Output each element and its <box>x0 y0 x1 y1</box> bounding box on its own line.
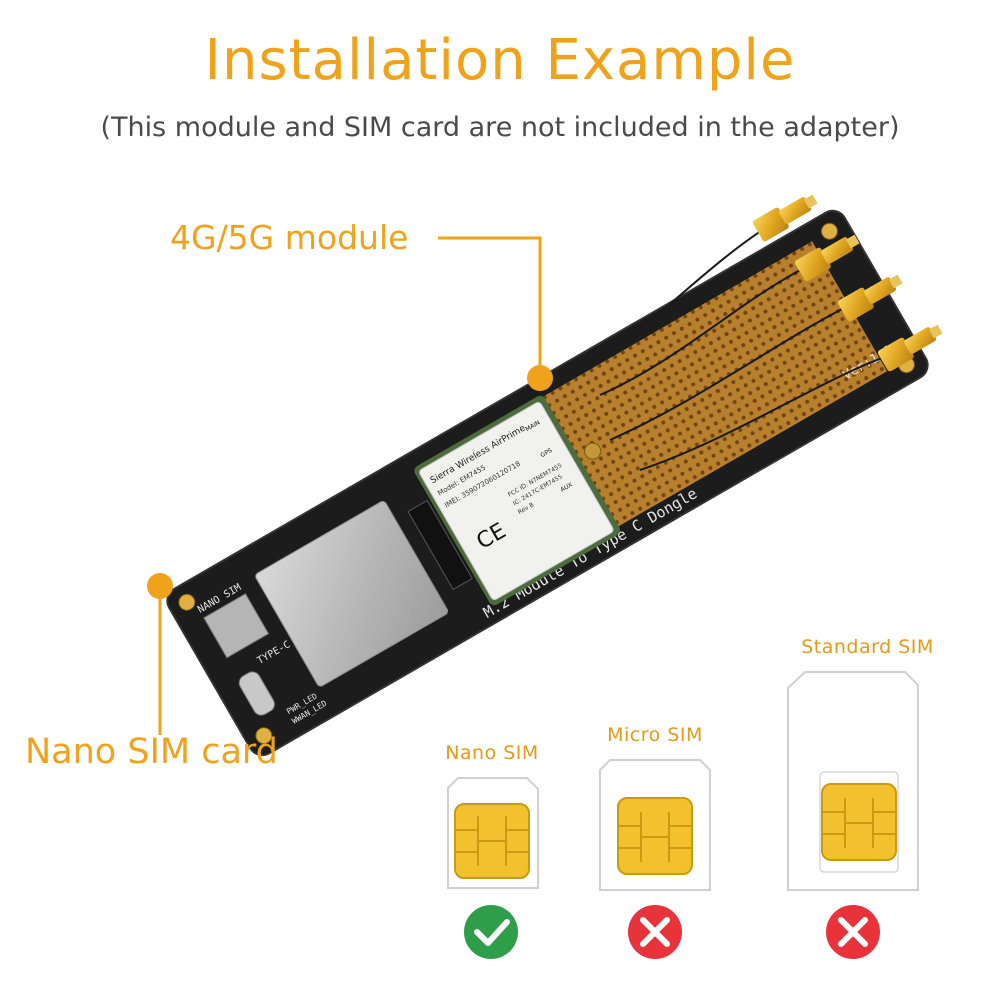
micro-sim-label: Micro SIM <box>607 724 703 746</box>
page-subtitle: (This module and SIM card are not includ… <box>100 112 900 143</box>
check-icon <box>464 905 518 959</box>
callout-lines <box>158 236 542 735</box>
nano-sim-card <box>447 777 539 889</box>
module-callout-label: 4G/5G module <box>170 218 409 257</box>
standard-sim-label: Standard SIM <box>801 636 934 658</box>
sim-callout-dot <box>147 573 173 599</box>
lte-module: Sierra Wireless AirPrime Model: EM7455 I… <box>414 395 620 606</box>
sim-callout-label: Nano SIM card <box>25 732 278 772</box>
standard-sim-card <box>787 671 919 891</box>
cross-icon-micro <box>628 905 682 959</box>
micro-sim-card <box>599 759 711 891</box>
nano-sim-label: Nano SIM <box>445 742 539 764</box>
module-callout-dot <box>527 365 553 391</box>
sma-connectors <box>752 194 943 372</box>
page-title: Installation Example <box>204 28 796 93</box>
antenna-cables <box>599 224 891 471</box>
cross-icon-standard <box>826 905 880 959</box>
